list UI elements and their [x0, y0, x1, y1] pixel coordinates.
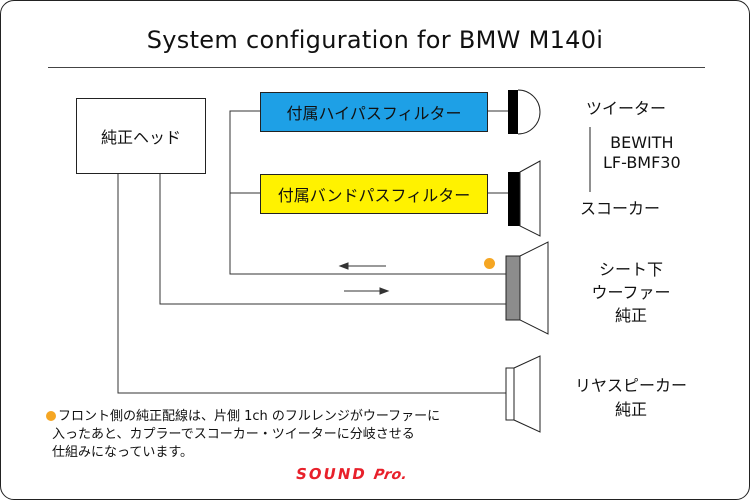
squawker-icon — [508, 160, 541, 237]
band-pass-filter-box: 付属バンドパスフィルター — [260, 174, 488, 214]
woofer-line3: 純正 — [614, 306, 647, 325]
note-line3: 仕組みになっています。 — [52, 445, 194, 460]
note-marker-dot — [484, 258, 495, 269]
sound-pro-logo: SOUND Pro. — [294, 465, 409, 483]
woofer-line1: シート下 — [598, 260, 663, 279]
head-to-rear-wire — [117, 174, 506, 394]
rear-line2: 純正 — [614, 400, 647, 419]
brand-line2: LF-BMF30 — [603, 153, 681, 172]
footnote: フロント側の純正配線は、片側 1ch のフルレンジがウーファーに 入ったあと、カ… — [46, 408, 440, 462]
rear-speaker-label: リヤスピーカー 純正 — [566, 374, 696, 422]
band-pass-filter-label: 付属バンドパスフィルター — [277, 186, 471, 205]
high-pass-filter-label: 付属ハイパスフィルター — [286, 104, 462, 123]
woofer-line2: ウーファー — [591, 283, 671, 302]
logo-word2: Pro. — [372, 467, 409, 483]
diagram-title: System configuration for BMW M140i — [146, 26, 604, 54]
tweeter-label: ツイーター — [586, 99, 667, 118]
note-line2: 入ったあと、カプラーでスコーカー・ツイーターに分岐させる — [52, 427, 415, 442]
high-pass-filter-box: 付属ハイパスフィルター — [260, 92, 488, 132]
note-bullet-dot — [46, 411, 56, 421]
tweeter-icon — [508, 89, 541, 135]
woofer-icon — [505, 241, 549, 335]
head-unit-label: 純正ヘッド — [100, 128, 181, 147]
logo-word1: SOUND — [294, 465, 369, 483]
woofer-label: シート下 ウーファー 純正 — [578, 258, 684, 327]
rear-speaker-icon — [505, 355, 541, 433]
squawker-label: スコーカー — [580, 199, 661, 218]
arrow-left-head — [338, 262, 349, 270]
head-unit-box: 純正ヘッド — [76, 98, 206, 174]
brand-line1: BEWITH — [610, 133, 674, 152]
brand-label: BEWITH LF-BMF30 — [603, 133, 681, 173]
title-divider — [48, 67, 705, 68]
rear-line1: リヤスピーカー — [574, 376, 687, 395]
head-to-woofer-wire — [159, 174, 506, 305]
note-line1: フロント側の純正配線は、片側 1ch のフルレンジがウーファーに — [58, 409, 441, 424]
arrow-right-head — [379, 287, 390, 295]
